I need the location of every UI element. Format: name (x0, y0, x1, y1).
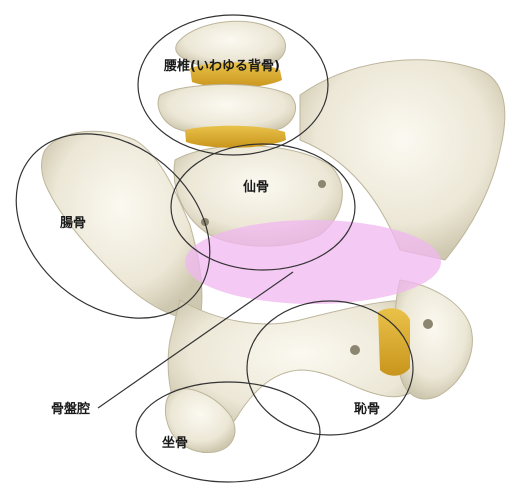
label-pelvic-cavity: 骨盤腔 (51, 403, 90, 416)
pubic-symphysis (378, 308, 410, 375)
label-pubis: 恥骨 (354, 403, 380, 416)
label-ischium: 坐骨 (162, 437, 188, 450)
screw-4 (350, 345, 360, 355)
pelvic-cavity-highlight (185, 220, 441, 304)
screw-3 (423, 319, 433, 329)
label-lumbar: 腰椎(いわゆる背骨) (164, 60, 280, 73)
label-sacrum: 仙骨 (243, 181, 269, 194)
label-ilium: 腸骨 (60, 217, 86, 230)
screw-1 (318, 180, 326, 188)
